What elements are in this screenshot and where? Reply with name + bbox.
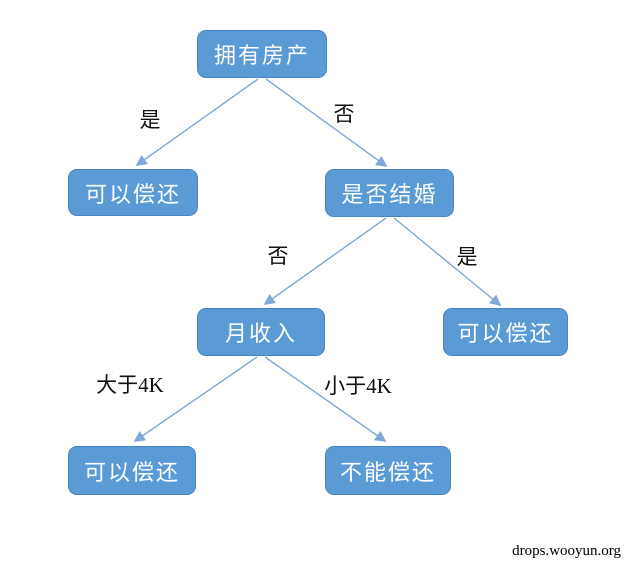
node-monthly-income: 月收入 [197, 308, 325, 356]
node-label: 拥有房产 [213, 43, 310, 68]
edge-label-over-4k: 大于4K [96, 373, 164, 397]
node-can-repay-3: 可以偿还 [68, 446, 196, 495]
node-own-house: 拥有房产 [197, 30, 327, 78]
node-label: 月收入 [224, 321, 297, 346]
edge-own-house-no [265, 78, 388, 167]
node-label: 是否结婚 [341, 182, 438, 207]
edge-income-under4k [264, 356, 387, 442]
edge-income-over4k [133, 356, 258, 442]
edge-married-yes [393, 217, 502, 307]
edge-label-under-4k: 小于4K [324, 374, 392, 398]
node-can-repay-1: 可以偿还 [68, 169, 198, 216]
node-label: 可以偿还 [84, 181, 181, 207]
node-can-repay-2: 可以偿还 [443, 308, 568, 356]
node-label: 可以偿还 [457, 321, 554, 346]
watermark: drops.wooyun.org [512, 543, 621, 559]
edge-married-no [263, 217, 387, 305]
node-label: 可以偿还 [83, 459, 180, 485]
edge-label-yes-2: 是 [456, 245, 478, 269]
node-label: 不能偿还 [339, 459, 436, 485]
edge-label-no-1: 否 [333, 102, 355, 126]
node-is-married: 是否结婚 [325, 169, 454, 217]
edge-label-no-2: 否 [267, 244, 289, 268]
edge-own-house-yes [135, 78, 259, 166]
edge-label-yes-1: 是 [139, 108, 161, 132]
node-cannot-repay: 不能偿还 [325, 446, 451, 495]
